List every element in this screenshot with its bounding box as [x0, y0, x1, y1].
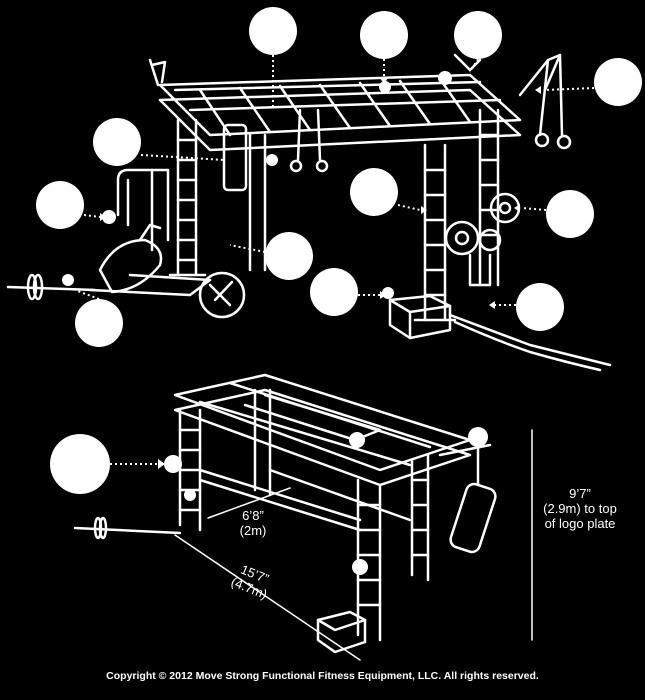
- plate-storage: [444, 192, 521, 287]
- base-barbell: [73, 516, 182, 540]
- copyright-notice: Copyright © 2012 Move Strong Functional …: [106, 670, 539, 682]
- depth-value: 6’8”: [242, 508, 264, 523]
- height-dimension-label: 9’7” (2.9m) to top of logo plate: [520, 486, 640, 531]
- full-rig-frame: [148, 53, 522, 322]
- barbell: [6, 273, 97, 301]
- depth-dimension-label: 6’8” (2m): [228, 508, 278, 538]
- callout-1[interactable]: [249, 7, 297, 55]
- ring-arm: [518, 53, 572, 150]
- hanging-rings: [289, 108, 329, 173]
- callout-9[interactable]: [265, 232, 313, 280]
- callout-2[interactable]: [360, 11, 408, 59]
- callout-13[interactable]: [50, 434, 110, 494]
- callout-5[interactable]: [93, 118, 141, 166]
- callout-8[interactable]: [546, 190, 594, 238]
- base-heavy-bag: [438, 443, 497, 554]
- callout-4[interactable]: [594, 58, 642, 106]
- callout-11[interactable]: [516, 283, 564, 331]
- heavy-bag: [222, 123, 248, 192]
- height-metric: (2.9m) to top: [543, 501, 617, 516]
- plyo-box: [388, 294, 452, 340]
- depth-metric: (2m): [239, 523, 267, 538]
- detail-inset: [198, 271, 246, 319]
- height-note: of logo plate: [544, 516, 616, 531]
- base-plyo-box: [316, 610, 367, 654]
- base-rig-frame: [173, 373, 472, 642]
- callout-3[interactable]: [454, 11, 502, 59]
- callout-10[interactable]: [310, 268, 358, 316]
- dip-station: [116, 168, 170, 252]
- callout-7[interactable]: [36, 181, 84, 229]
- leader-lines: [74, 55, 595, 465]
- callout-12[interactable]: [75, 299, 123, 347]
- dimension-lines: [174, 429, 533, 661]
- callout-circles: [36, 7, 642, 575]
- callout-6[interactable]: [350, 168, 398, 216]
- height-value: 9’7”: [569, 486, 591, 501]
- battle-ropes: [448, 313, 612, 372]
- arrow-heads: [100, 78, 541, 469]
